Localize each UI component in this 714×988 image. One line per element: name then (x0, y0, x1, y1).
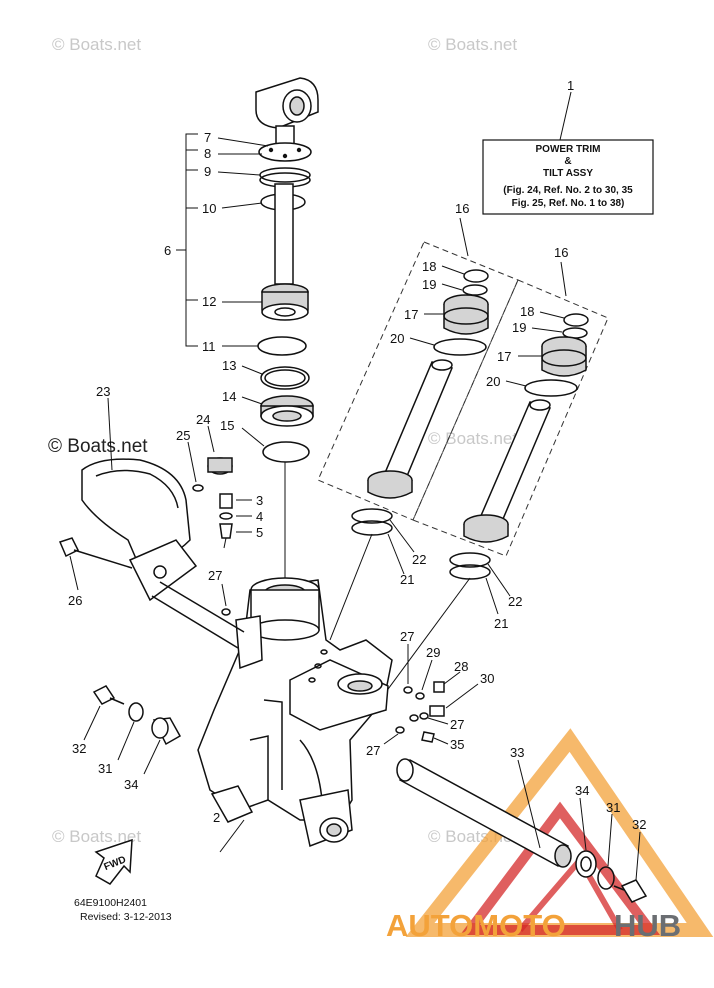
label-22-right: 22 (508, 594, 522, 609)
assy-box: POWER TRIM & TILT ASSY (Fig. 24, Ref. No… (482, 91, 654, 215)
seals-13-15 (241, 365, 314, 580)
label-27-d: 27 (366, 743, 380, 758)
label-25: 25 (176, 428, 190, 443)
label-16-right: 16 (554, 245, 568, 260)
label-13: 13 (222, 358, 236, 373)
label-10: 10 (202, 201, 216, 216)
assy-line5: Fig. 25, Ref. No. 1 to 38) (512, 198, 625, 209)
automotohub-logo: AUTOMOTO HUB (386, 908, 681, 943)
label-17-left: 17 (404, 307, 418, 322)
label-34-left: 34 (124, 777, 138, 792)
label-18-right: 18 (520, 304, 534, 319)
label-34-right: 34 (575, 783, 589, 798)
label-31-left: 31 (98, 761, 112, 776)
revised-date: Revised: 3-12-2013 (80, 911, 172, 923)
label-19-right: 19 (512, 320, 526, 335)
label-27-b: 27 (400, 629, 414, 644)
label-20-right: 20 (486, 374, 500, 389)
label-14: 14 (222, 389, 236, 404)
label-27-a: 27 (208, 568, 222, 583)
label-6: 6 (164, 243, 171, 258)
label-19-left: 19 (422, 277, 436, 292)
label-9: 9 (204, 164, 211, 179)
part-labels: 1 2 3 4 5 6 7 8 9 10 11 12 13 14 15 16 1… (68, 78, 646, 832)
seals-21-22 (329, 508, 511, 701)
label-32-right: 32 (632, 817, 646, 832)
watermark-middle-right: © Boats.net (428, 429, 517, 448)
logo-brand-part1: AUTOMOTO (386, 908, 566, 943)
watermark-middle-left: © Boats.net (48, 436, 148, 457)
assy-line3: TILT ASSY (543, 168, 593, 179)
label-7: 7 (204, 130, 211, 145)
watermark-top-left: © Boats.net (52, 35, 141, 54)
label-2: 2 (213, 810, 220, 825)
label-8: 8 (204, 146, 211, 161)
logo-brand-part2: HUB (614, 908, 681, 943)
label-26: 26 (68, 593, 82, 608)
assy-line1: POWER TRIM (536, 144, 601, 155)
label-21-left: 21 (400, 572, 414, 587)
label-18-left: 18 (422, 259, 436, 274)
label-17-right: 17 (497, 349, 511, 364)
label-35: 35 (450, 737, 464, 752)
label-27-c: 27 (450, 717, 464, 732)
label-11: 11 (202, 339, 216, 354)
label-21-right: 21 (494, 616, 508, 631)
anode-23 (81, 397, 198, 602)
label-12: 12 (202, 294, 216, 309)
fwd-arrow-icon: FWD (94, 838, 133, 885)
part-code: 64E9100H2401 (74, 897, 147, 909)
label-33: 33 (510, 745, 524, 760)
label-31-right: 31 (606, 800, 620, 815)
label-28: 28 (454, 659, 468, 674)
label-23: 23 (96, 384, 110, 399)
label-22-left: 22 (412, 552, 426, 567)
watermark-top-right: © Boats.net (428, 35, 517, 54)
bolt-26 (58, 537, 133, 591)
small-parts-27-35 (221, 583, 479, 745)
tilt-rod-assembly (176, 77, 319, 356)
label-29: 29 (426, 645, 440, 660)
trim-cylinder-groups (317, 217, 609, 557)
label-30: 30 (480, 671, 494, 686)
label-4: 4 (256, 509, 263, 524)
left-shaft-parts (83, 685, 182, 775)
assy-line2: & (564, 156, 571, 167)
label-20-left: 20 (390, 331, 404, 346)
assy-line4: (Fig. 24, Ref. No. 2 to 30, 35 (503, 185, 633, 196)
label-3: 3 (256, 493, 263, 508)
label-24: 24 (196, 412, 210, 427)
bracket-body-2 (151, 577, 393, 853)
label-15: 15 (220, 418, 234, 433)
label-5: 5 (256, 525, 263, 540)
watermark-bottom-left: © Boats.net (52, 827, 141, 846)
label-32-left: 32 (72, 741, 86, 756)
right-shaft-parts (396, 758, 648, 903)
label-1: 1 (567, 78, 574, 93)
label-16-left: 16 (455, 201, 469, 216)
small-parts-3-5-24-25 (187, 425, 252, 549)
